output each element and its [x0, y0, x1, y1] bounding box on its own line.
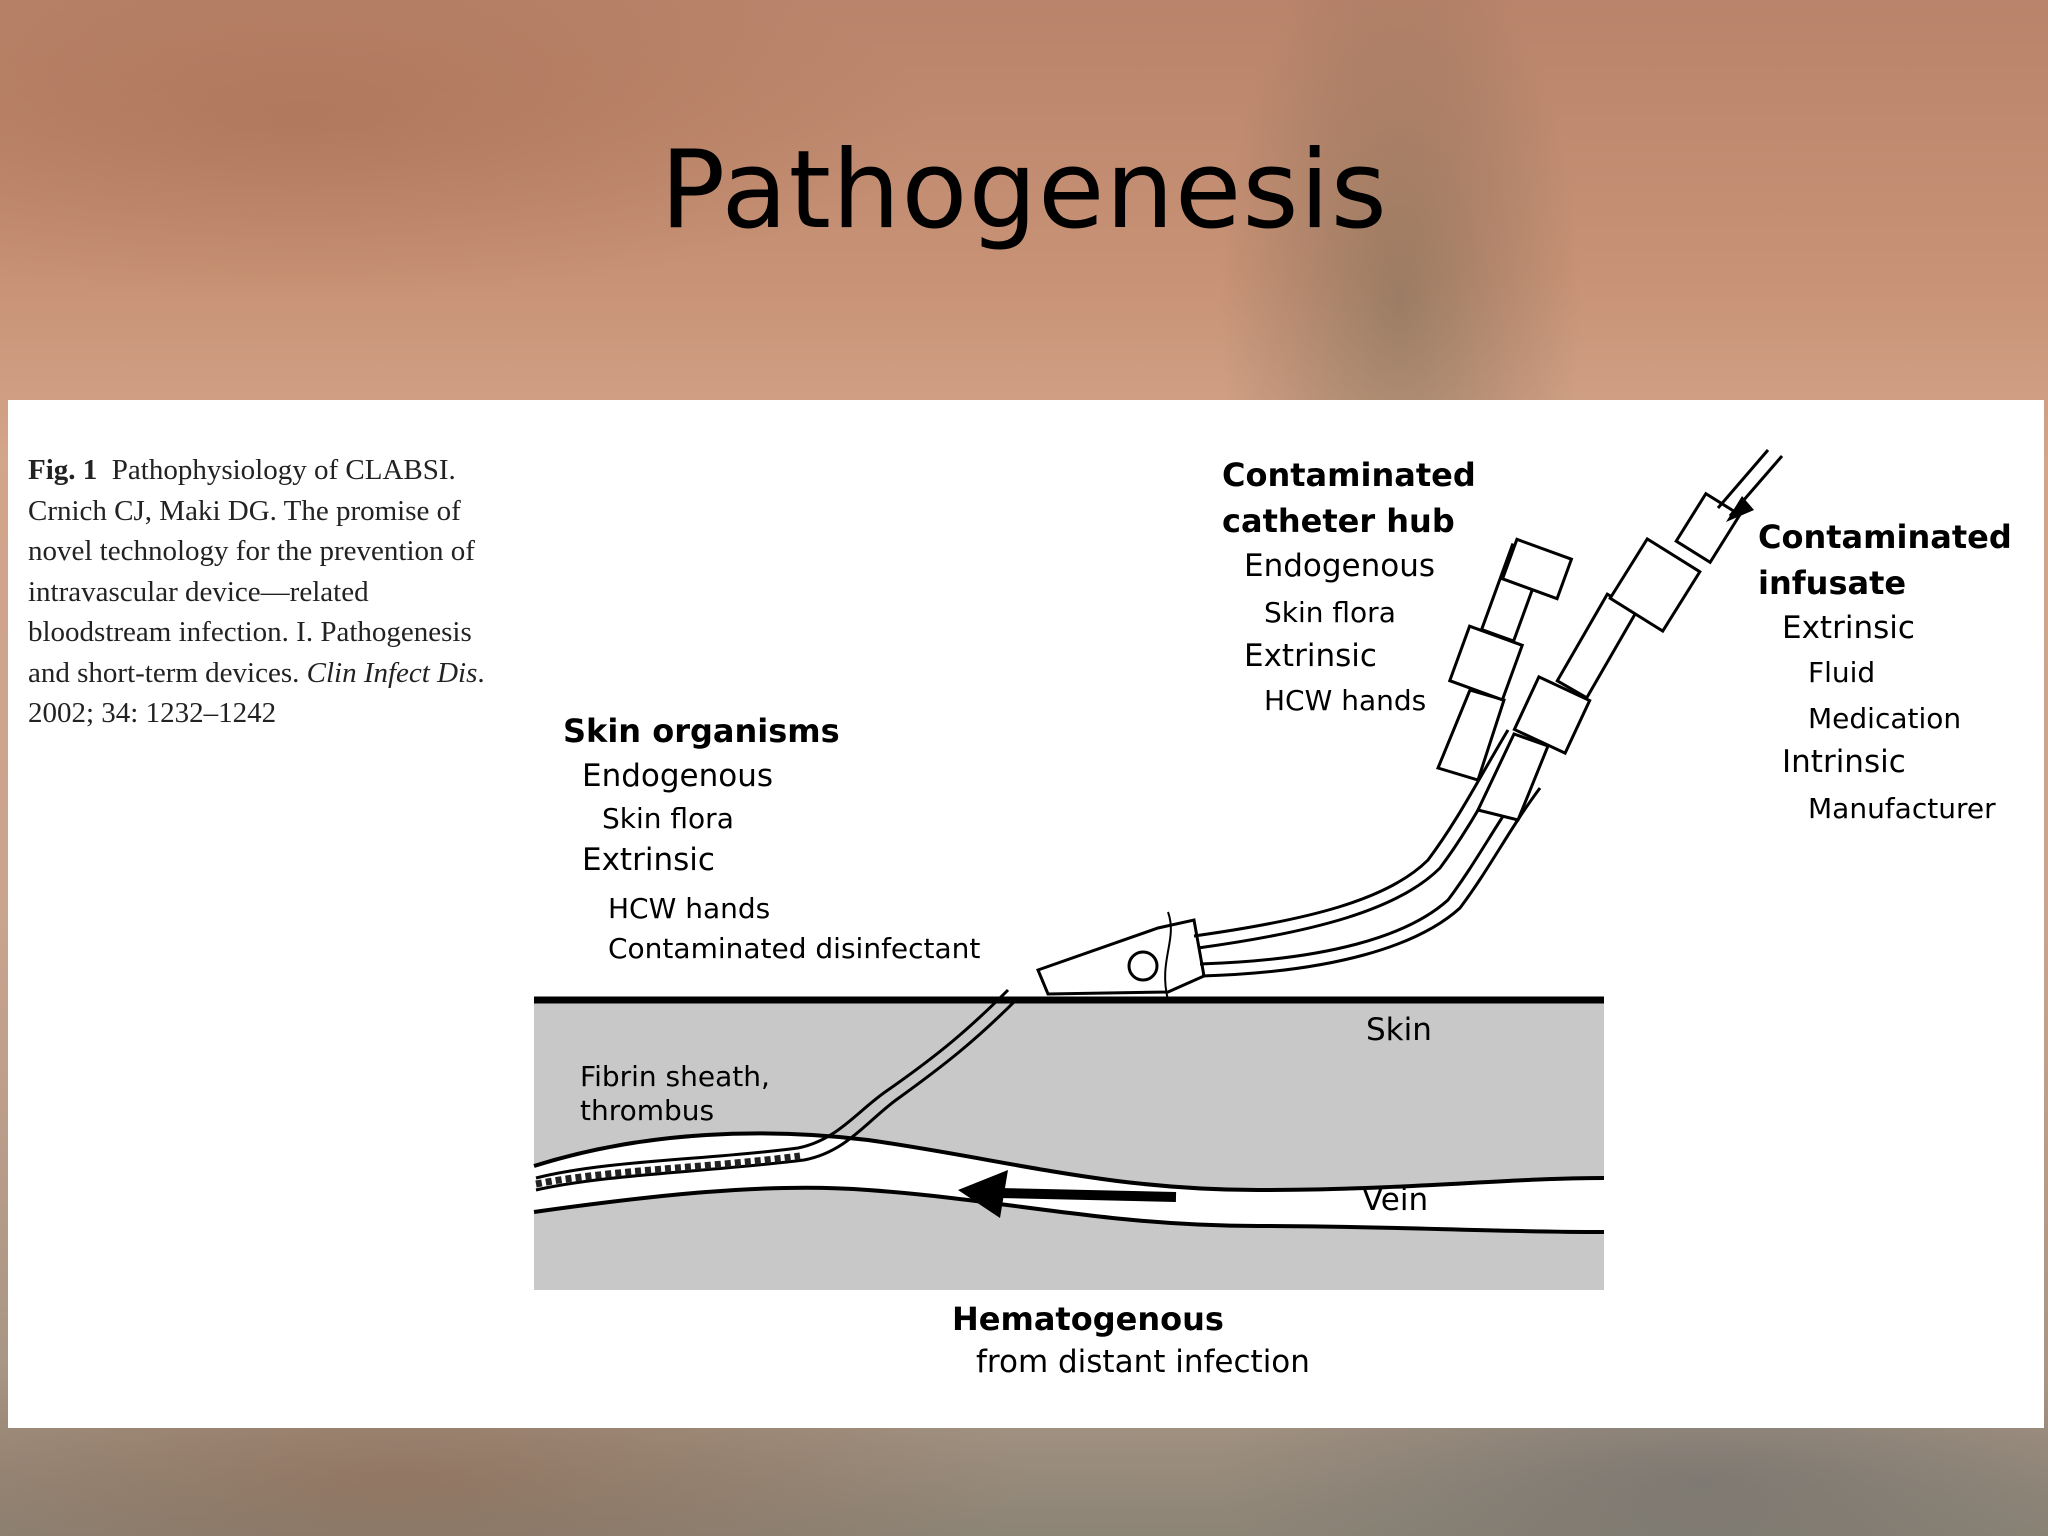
catheter-hub-endogenous: Endogenous [1244, 548, 1436, 584]
infusate-heading-2: infusate [1758, 564, 1907, 602]
clamp-1 [1435, 688, 1506, 782]
suture [1164, 911, 1172, 1001]
fibrin-label-2: thrombus [580, 1094, 715, 1127]
infusate-fluid: Fluid [1808, 656, 1876, 689]
blood-flow-arrowhead [958, 1170, 1008, 1218]
hematogenous-heading: Hematogenous [952, 1300, 1224, 1338]
cap-1 [1500, 537, 1574, 601]
connector-2-top [1674, 491, 1742, 565]
skin-organisms-heading: Skin organisms [563, 712, 840, 750]
skin-organisms-skin-flora: Skin flora [602, 802, 734, 835]
hematogenous-sub: from distant infection [976, 1344, 1310, 1380]
catheter-hub-heading-2: catheter hub [1222, 502, 1455, 540]
blood-flow-arrow [997, 1188, 1177, 1202]
catheter-intravascular-inner [535, 998, 1018, 1192]
vein-label: Vein [1362, 1182, 1429, 1218]
skin-label: Skin [1366, 1012, 1432, 1048]
catheter-intravascular [535, 988, 1010, 1180]
skin-organisms-contaminated-disinfectant: Contaminated disinfectant [608, 932, 981, 965]
vein-wall-bottom [533, 1185, 1605, 1234]
caption-journal: Clin Infect Dis [306, 656, 478, 689]
caption-label: Fig. 1 [28, 454, 98, 486]
extension-tube-2b [1201, 787, 1542, 978]
slide-title: Pathogenesis [660, 128, 1388, 253]
caption-text: Pathophysiology of CLABSI. Crnich CJ, Ma… [28, 454, 475, 689]
vein-wall-top [533, 1131, 1605, 1193]
skin-organisms-extrinsic: Extrinsic [582, 842, 715, 878]
catheter-hub-heading-1: Contaminated [1222, 456, 1476, 494]
skin-organisms-hcw-hands: HCW hands [608, 892, 771, 925]
catheter-hub-extrinsic: Extrinsic [1244, 638, 1377, 674]
infusate-manufacturer: Manufacturer [1808, 792, 1996, 825]
fibrin-label-1: Fibrin sheath, [580, 1060, 770, 1093]
infusate-heading-1: Contaminated [1758, 518, 2012, 556]
vein-lumen [534, 1133, 1604, 1232]
infusion-line-a [1716, 449, 1770, 509]
skin-organisms-endogenous: Endogenous [582, 758, 774, 794]
catheter-hub [1036, 918, 1206, 996]
figure-caption: Fig. 1 Pathophysiology of CLABSI. Crnich… [28, 450, 498, 734]
infusate-intrinsic: Intrinsic [1782, 744, 1906, 780]
connector-2-body [1608, 536, 1702, 634]
fibrin-sheath [535, 1152, 801, 1188]
infusate-medication: Medication [1808, 702, 1962, 735]
caption-citation: . 2002; 34: 1232–1242 [28, 656, 485, 730]
connector-2-neck [1555, 592, 1639, 700]
connector-2 [1512, 674, 1592, 756]
suture-wing [1127, 950, 1159, 982]
catheter-hub-skin-flora: Skin flora [1264, 596, 1396, 629]
catheter-hub-hcw-hands: HCW hands [1264, 684, 1427, 717]
figure-panel: Fig. 1 Pathophysiology of CLABSI. Crnich… [8, 400, 2044, 1428]
extension-tube-2 [1199, 779, 1530, 966]
infusate-arrowhead [1726, 496, 1754, 522]
infusate-extrinsic: Extrinsic [1782, 610, 1915, 646]
diagram-drawing [533, 449, 1784, 1290]
